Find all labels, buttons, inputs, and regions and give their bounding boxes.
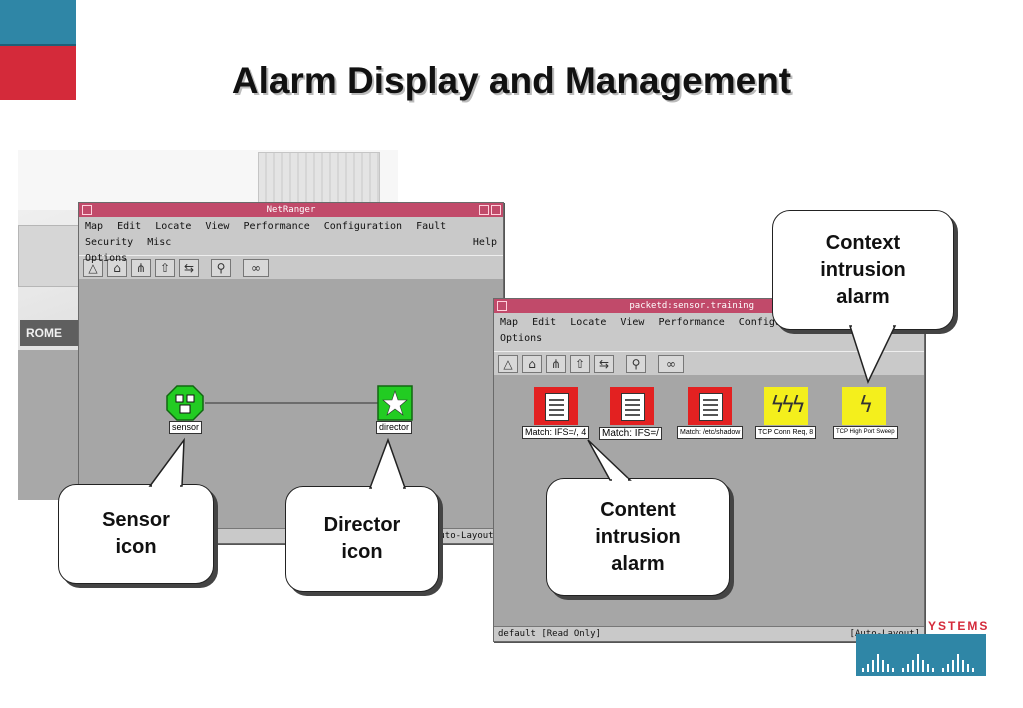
packetd-status-left: default [Read Only] [498,629,601,639]
menu-locate[interactable]: Locate [155,221,192,232]
document-icon [621,393,645,421]
menu-help[interactable]: Help [472,237,497,248]
packetd-toolbar: △ ⌂ ⋔ ⇧ ⇆ ⚲ ∞ [494,351,924,377]
magnifier-icon[interactable]: ⚲ [211,259,231,277]
menu-map[interactable]: Map [85,221,104,232]
up-arrow-icon[interactable]: ⇧ [155,259,175,277]
lightning-icon: ϟϟϟ [770,393,806,418]
corner-block-red [0,46,76,100]
netranger-menubar: Map Edit Locate View Performance Configu… [79,217,503,264]
menu-map[interactable]: Map [500,317,519,328]
triangle-icon[interactable]: △ [83,259,103,277]
home-icon[interactable]: ⌂ [107,259,127,277]
handshake-icon[interactable]: ∞ [243,259,269,277]
photo-lower [18,350,88,500]
director-icon[interactable] [377,385,413,421]
logo-text: YSTEMS [928,619,990,633]
menu-locate[interactable]: Locate [570,317,607,328]
cisco-logo [856,634,986,676]
share-icon[interactable]: ⇆ [594,355,614,373]
menu-view[interactable]: View [620,317,645,328]
home-icon[interactable]: ⌂ [522,355,542,373]
alarm-label: TCP Conn Req, 8 [755,426,817,439]
alarm-label: Match: IFS=/ [599,427,662,440]
packetd-title: packetd:sensor.training [629,301,754,311]
content-alarm-icon[interactable] [610,387,654,425]
director-label: director [376,421,413,434]
sensor-label: sensor [169,421,203,434]
maximize-button[interactable] [491,205,501,215]
photo-sign: ROME [20,320,82,346]
alarm-label: TCP High Port Sweep [833,426,898,439]
menu-performance[interactable]: Performance [658,317,725,328]
hierarchy-icon[interactable]: ⋔ [131,259,151,277]
sensor-icon[interactable] [165,385,205,421]
netranger-title: NetRanger [266,205,316,215]
corner-block-blue [0,0,76,46]
alarm-label: Match: /etc/shadow [677,426,744,439]
context-callout: Context intrusion alarm [772,210,954,330]
document-icon [545,393,569,421]
netranger-status-right: Auto-Layout] [433,531,499,541]
hierarchy-icon[interactable]: ⋔ [546,355,566,373]
up-arrow-icon[interactable]: ⇧ [570,355,590,373]
menu-options[interactable]: Options [500,333,543,344]
share-icon[interactable]: ⇆ [179,259,199,277]
menu-configuration[interactable]: Configuration [323,221,403,232]
director-callout: Director icon [285,486,439,592]
photo-monitor [18,225,80,287]
menu-edit[interactable]: Edit [532,317,557,328]
minimize-button[interactable] [479,205,489,215]
slide-title: Alarm Display and Management [231,60,792,101]
handshake-icon[interactable]: ∞ [658,355,684,373]
content-callout: Content intrusion alarm [546,478,730,596]
context-alarm-icon[interactable]: ϟ [842,387,886,425]
triangle-icon[interactable]: △ [498,355,518,373]
window-menu-button[interactable] [497,301,507,311]
content-alarm-icon[interactable] [534,387,578,425]
menu-edit[interactable]: Edit [117,221,142,232]
magnifier-icon[interactable]: ⚲ [626,355,646,373]
document-icon [699,393,723,421]
alarm-label: Match: IFS=/, 4 [522,426,590,439]
menu-security[interactable]: Security [85,237,134,248]
connection-line [205,402,379,404]
menu-configuration[interactable]: Configurati [738,317,805,328]
window-menu-button[interactable] [82,205,92,215]
menu-fault[interactable]: Fault [416,221,447,232]
sensor-callout: Sensor icon [58,484,214,584]
menu-performance[interactable]: Performance [243,221,310,232]
lightning-icon: ϟ [858,393,874,418]
content-alarm-icon[interactable] [688,387,732,425]
menu-options[interactable]: Options [85,253,128,264]
menu-view[interactable]: View [205,221,230,232]
netranger-titlebar[interactable]: NetRanger [79,203,503,217]
menu-misc[interactable]: Misc [147,237,172,248]
context-alarm-icon[interactable]: ϟϟϟ [764,387,808,425]
